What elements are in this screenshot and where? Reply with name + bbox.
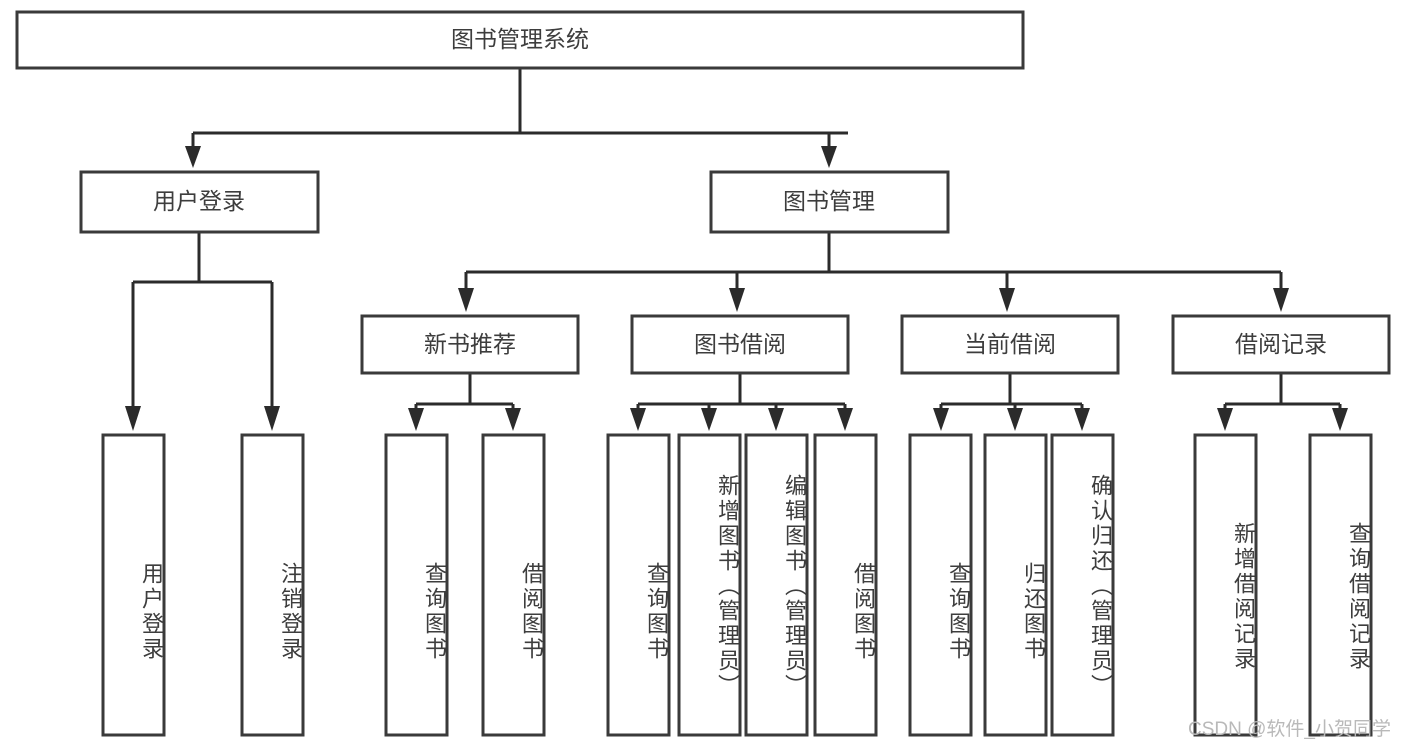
node-borrow-record-label: 借阅记录 xyxy=(1235,331,1327,357)
node-leaf-add-record[interactable]: 新增借阅记录 xyxy=(1193,433,1258,737)
node-leaf-query-book-2[interactable]: 查询图书 xyxy=(606,433,671,737)
node-leaf-borrow-book-2[interactable]: 借阅图书 xyxy=(813,433,878,737)
node-leaf-confirm-return[interactable]: 确认归还（管理员） xyxy=(1050,433,1115,737)
node-book-manage-label: 图书管理 xyxy=(783,188,875,214)
node-leaf-edit-book[interactable]: 编辑图书（管理员） xyxy=(744,433,809,737)
node-leaf-query-book-1[interactable]: 查询图书 xyxy=(384,433,449,737)
node-current-borrow-label: 当前借阅 xyxy=(964,331,1056,357)
leaf-label: 注销登录 xyxy=(278,562,303,662)
leaf-label: 归还图书 xyxy=(1021,562,1046,662)
connector-new-book-recommend-to-leaves xyxy=(408,374,521,431)
connector-current-borrow-to-leaves xyxy=(933,374,1090,431)
node-user-login[interactable]: 用户登录 xyxy=(79,170,320,234)
leaf-label: 新增图书（管理员） xyxy=(715,473,740,699)
node-leaf-query-book-3[interactable]: 查询图书 xyxy=(908,433,973,737)
node-leaf-borrow-book-1[interactable]: 借阅图书 xyxy=(481,433,546,737)
leaf-label: 借阅图书 xyxy=(851,562,876,662)
leaf-label: 确认归还（管理员） xyxy=(1088,473,1113,699)
node-root[interactable]: 图书管理系统 xyxy=(15,10,1025,70)
leaf-label: 用户登录 xyxy=(139,562,164,662)
leaf-label: 新增借阅记录 xyxy=(1231,522,1256,672)
connector-user-login-to-leaves xyxy=(125,233,280,431)
connector-book-borrow-to-leaves xyxy=(630,374,853,431)
node-book-borrow-label: 图书借阅 xyxy=(694,331,786,357)
node-leaf-user-logout[interactable]: 注销登录 xyxy=(240,433,305,737)
node-new-book-recommend[interactable]: 新书推荐 xyxy=(360,314,580,375)
node-new-book-recommend-label: 新书推荐 xyxy=(424,331,516,357)
node-book-manage[interactable]: 图书管理 xyxy=(709,170,950,234)
node-borrow-record[interactable]: 借阅记录 xyxy=(1171,314,1391,375)
node-user-login-label: 用户登录 xyxy=(153,188,245,214)
node-current-borrow[interactable]: 当前借阅 xyxy=(900,314,1120,375)
node-leaf-query-record[interactable]: 查询借阅记录 xyxy=(1308,433,1373,737)
leaf-label: 查询图书 xyxy=(422,562,447,662)
node-leaf-add-book[interactable]: 新增图书（管理员） xyxy=(677,433,742,737)
node-root-label: 图书管理系统 xyxy=(451,26,589,52)
leaf-label: 编辑图书（管理员） xyxy=(782,473,807,699)
leaf-label: 查询图书 xyxy=(946,562,971,662)
connector-borrow-record-to-leaves xyxy=(1217,374,1348,431)
leaf-label: 查询图书 xyxy=(644,562,669,662)
node-leaf-user-login[interactable]: 用户登录 xyxy=(101,433,166,737)
node-book-borrow[interactable]: 图书借阅 xyxy=(630,314,850,375)
connector-book-manage-to-level3 xyxy=(458,233,1289,312)
node-leaf-return-book[interactable]: 归还图书 xyxy=(983,433,1048,737)
leaf-label: 查询借阅记录 xyxy=(1346,522,1371,672)
leaf-label: 借阅图书 xyxy=(519,562,544,662)
connector-root-to-level2 xyxy=(185,69,848,168)
